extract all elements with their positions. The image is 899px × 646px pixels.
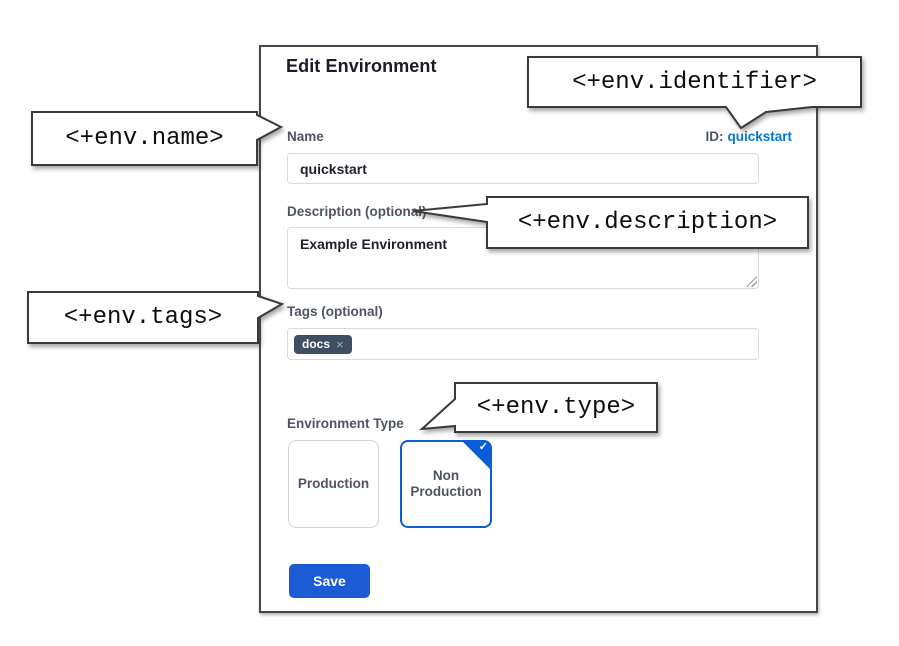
callout-bubble-tags bbox=[27, 291, 285, 344]
description-textarea[interactable]: Example Environment bbox=[287, 227, 759, 289]
annotation-env-name: <+env.name> bbox=[65, 125, 224, 152]
edit-environment-dialog: Edit Environment Name ID:quickstart Desc… bbox=[259, 45, 818, 613]
dialog-title: Edit Environment bbox=[286, 56, 437, 76]
description-label: Description (optional) bbox=[287, 204, 427, 219]
remove-tag-icon[interactable]: × bbox=[336, 336, 344, 352]
callout-bubble-name bbox=[31, 111, 284, 166]
id-value-link[interactable]: quickstart bbox=[727, 128, 792, 144]
check-icon: ✓ bbox=[478, 441, 488, 453]
name-label: Name bbox=[287, 128, 324, 144]
non-production-card-label: Non Production bbox=[410, 467, 482, 499]
tags-label: Tags (optional) bbox=[287, 304, 383, 319]
environment-id: ID:quickstart bbox=[705, 129, 792, 144]
environment-type-card-non-production[interactable]: ✓ Non Production bbox=[400, 440, 492, 528]
id-prefix-label: ID: bbox=[705, 128, 724, 144]
save-button[interactable]: Save bbox=[289, 564, 370, 598]
name-input[interactable] bbox=[287, 153, 759, 184]
production-card-label: Production bbox=[297, 475, 370, 491]
annotation-env-tags: <+env.tags> bbox=[63, 304, 223, 331]
environment-type-options: Production ✓ Non Production bbox=[288, 440, 492, 528]
selected-corner-badge: ✓ bbox=[462, 441, 491, 470]
description-field-wrap: Example Environment bbox=[287, 227, 759, 289]
tag-chip-label: docs bbox=[302, 337, 331, 351]
tag-chip: docs × bbox=[294, 334, 352, 354]
tags-input[interactable]: docs × bbox=[287, 328, 759, 360]
environment-type-card-production[interactable]: Production bbox=[288, 440, 379, 528]
environment-type-label: Environment Type bbox=[287, 416, 404, 431]
name-id-row: Name ID:quickstart bbox=[287, 128, 792, 144]
